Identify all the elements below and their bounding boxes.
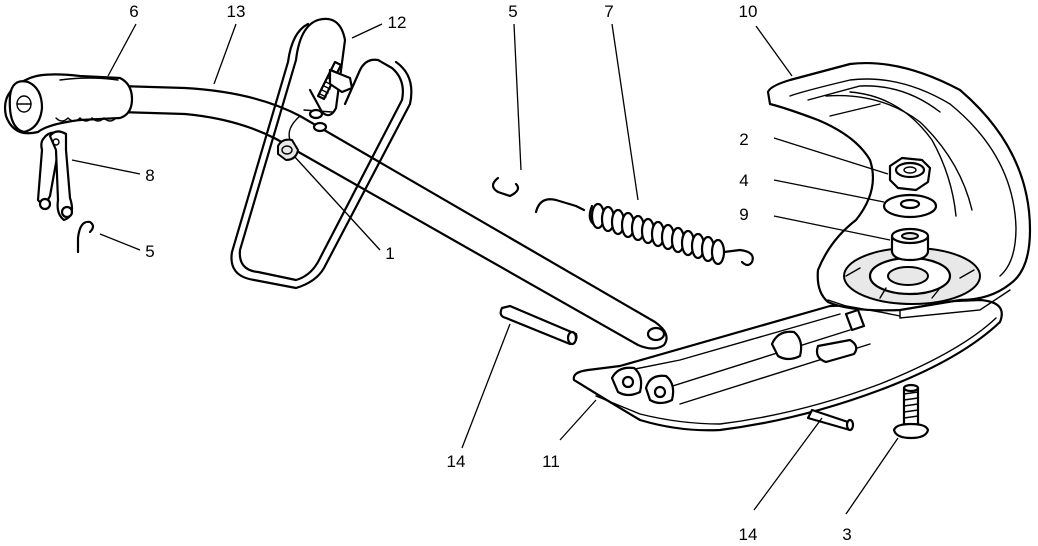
callout-1: 1 [385,244,394,263]
grip-part-6 [3,73,134,135]
callout-9: 9 [739,205,748,224]
leader-5-top [513,23,522,171]
leader-lines [71,23,899,515]
leader-14-mid [461,323,511,449]
callout-7: 7 [604,2,613,21]
spring-part-7 [534,198,754,267]
callout-10: 10 [739,2,758,21]
leader-2 [773,137,889,175]
callout-13: 13 [227,2,246,21]
skid-mount-bosses [610,308,866,405]
threaded-stud [316,60,354,101]
skid-plate-part-11 [572,298,1003,432]
leader-14-bottom [753,417,823,511]
leader-8 [71,159,141,175]
leader-4 [773,179,885,203]
leader-13 [213,23,237,85]
spacer-bushing-part-9 [890,227,930,262]
callout-8: 8 [145,166,154,185]
callout-5-left: 5 [145,242,154,261]
link-plate-part-8 [36,130,74,222]
leader-5-left [99,233,141,251]
lever-handle-part-13 [116,84,668,350]
hex-nut-part-2 [888,156,932,192]
loop-bail-part-12 [230,17,413,290]
leader-12 [351,23,383,39]
washer-part-4 [882,193,938,219]
carriage-bolt-part-3 [892,383,930,440]
callout-6-top: 6 [129,2,138,21]
callout-11: 11 [542,452,560,471]
lock-nut-part-1 [277,138,299,161]
leader-9 [773,215,891,241]
leader-3 [845,437,899,515]
hook-clip-part-5-left [76,220,95,254]
leader-6 [107,23,137,77]
callout-3: 3 [842,525,851,544]
leader-10 [755,25,793,77]
callout-14-bottom: 14 [739,525,758,544]
leader-7 [611,23,639,201]
leader-11 [559,399,597,441]
callout-labels: 6 13 12 5 7 10 8 5 1 2 4 9 14 11 14 3 [129,2,851,544]
callout-14-mid: 14 [447,452,466,471]
callout-12: 12 [388,13,407,32]
deflector-shield-part-10 [766,61,1032,319]
pin-part-14-bottom [806,408,855,432]
pin-part-14-mid [499,304,578,346]
leader-1 [293,155,381,251]
callout-2: 2 [739,130,748,149]
callout-4: 4 [739,171,748,190]
spring-coils [588,202,726,266]
hook-clip-part-5-top [491,176,520,198]
callout-5-top: 5 [508,2,517,21]
